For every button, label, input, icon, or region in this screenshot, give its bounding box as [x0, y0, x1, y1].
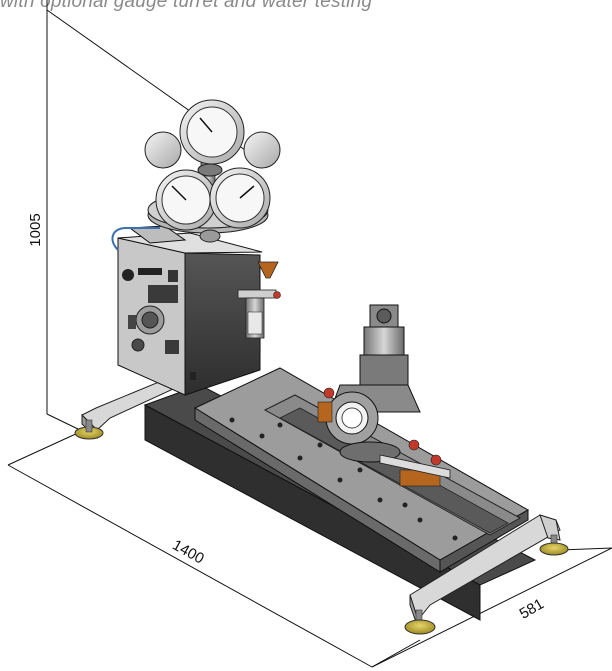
filter-assembly	[237, 261, 281, 352]
foot-left	[74, 419, 104, 440]
foot-right	[539, 534, 569, 556]
length-label: 1400	[169, 537, 206, 568]
width-extension-right	[559, 547, 612, 551]
dimension-lines	[7, 0, 612, 668]
gauge-turret	[144, 99, 281, 243]
length-extension-left	[7, 431, 81, 466]
width-dimension-line	[371, 547, 612, 668]
control-cabinet	[111, 225, 263, 396]
safety-valve	[317, 304, 451, 487]
caption: with optional gauge turret and water tes…	[0, 0, 373, 12]
width-label: 581	[517, 595, 547, 622]
length-dimension-line	[7, 464, 373, 668]
foot-front	[404, 609, 436, 635]
height-extension-bottom	[46, 413, 81, 431]
right-support-frame	[404, 514, 569, 635]
control-knob-icon	[122, 269, 134, 281]
height-label: 1005	[27, 213, 44, 246]
